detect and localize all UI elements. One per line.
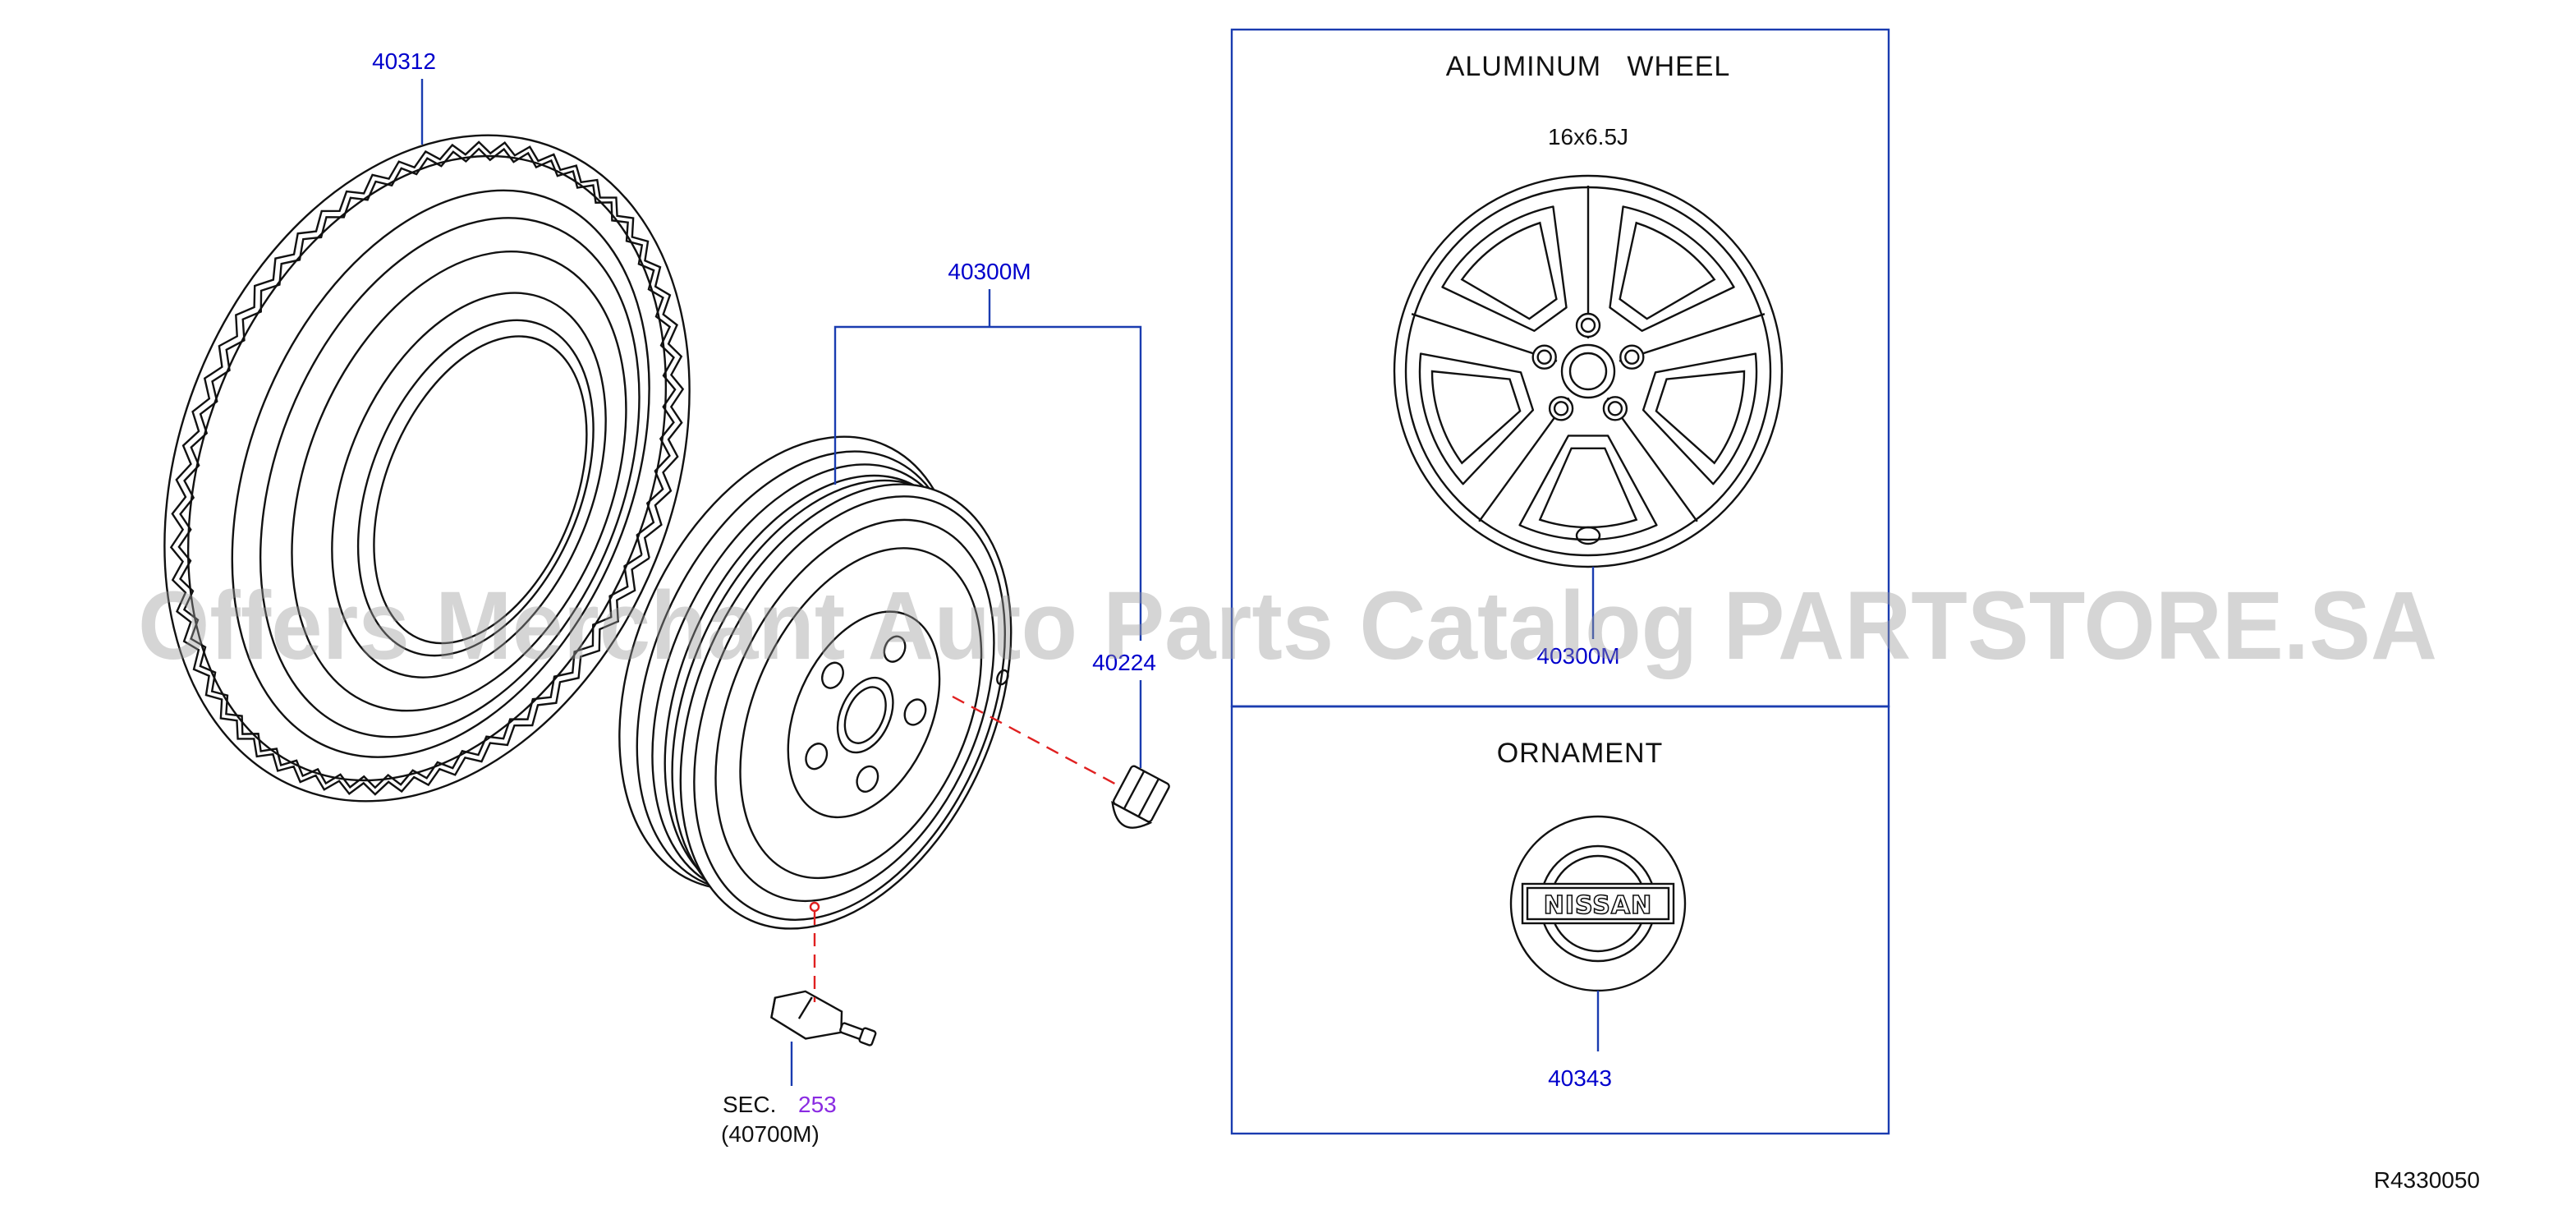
aluminum-wheel-panel: ALUMINUM WHEEL 16x6.5J 40300M: [1230, 28, 1890, 708]
tire-illustration: [163, 134, 691, 803]
callout-tire[interactable]: 40312: [372, 48, 436, 145]
sensor-sec-prefix: SEC.: [723, 1092, 776, 1117]
callout-wheel-nut[interactable]: 40224: [1092, 650, 1156, 768]
valve-hole: [809, 901, 820, 913]
callout-steel-wheel-label: 40300M: [948, 259, 1031, 284]
callout-tpms-sensor[interactable]: SEC. 253 (40700M): [721, 1042, 837, 1147]
callout-aluminum-wheel-label: 40300M: [1536, 643, 1619, 669]
watermark-text: Offers Merchant Auto Parts Catalog PARTS…: [138, 572, 2437, 680]
callout-steel-wheel[interactable]: 40300M: [833, 259, 1142, 641]
steel-wheel-illustration: [618, 435, 1012, 930]
sensor-sec-number: 253: [798, 1092, 837, 1117]
ornament-illustration: NISSAN: [1509, 815, 1687, 992]
tpms-sensor-illustration: [770, 990, 877, 1046]
callout-ornament-label: 40343: [1548, 1065, 1612, 1091]
ornament-logo-text: NISSAN: [1544, 891, 1652, 920]
tire-tread-pattern: [169, 140, 685, 796]
sensor-part-number: (40700M): [721, 1121, 820, 1147]
diagram-code: R4330050: [2374, 1167, 2480, 1193]
callout-ornament[interactable]: 40343: [1548, 991, 1612, 1091]
ornament-title: ORNAMENT: [1497, 738, 1664, 769]
ornament-panel: ORNAMENT NISSAN 40343: [1230, 705, 1890, 1135]
aluminum-wheel-title: ALUMINUM WHEEL: [1446, 51, 1731, 82]
aluminum-wheel-illustration: [1393, 174, 1784, 568]
callout-wheel-nut-label: 40224: [1092, 650, 1156, 675]
wheel-nut-illustration: [1111, 765, 1170, 829]
callout-aluminum-wheel[interactable]: 40300M: [1536, 567, 1620, 669]
wheel-lug-holes: [1531, 312, 1645, 421]
aluminum-wheel-size: 16x6.5J: [1548, 124, 1628, 150]
callout-tire-label: 40312: [372, 48, 436, 74]
nut-hidden-line: [952, 695, 1122, 789]
